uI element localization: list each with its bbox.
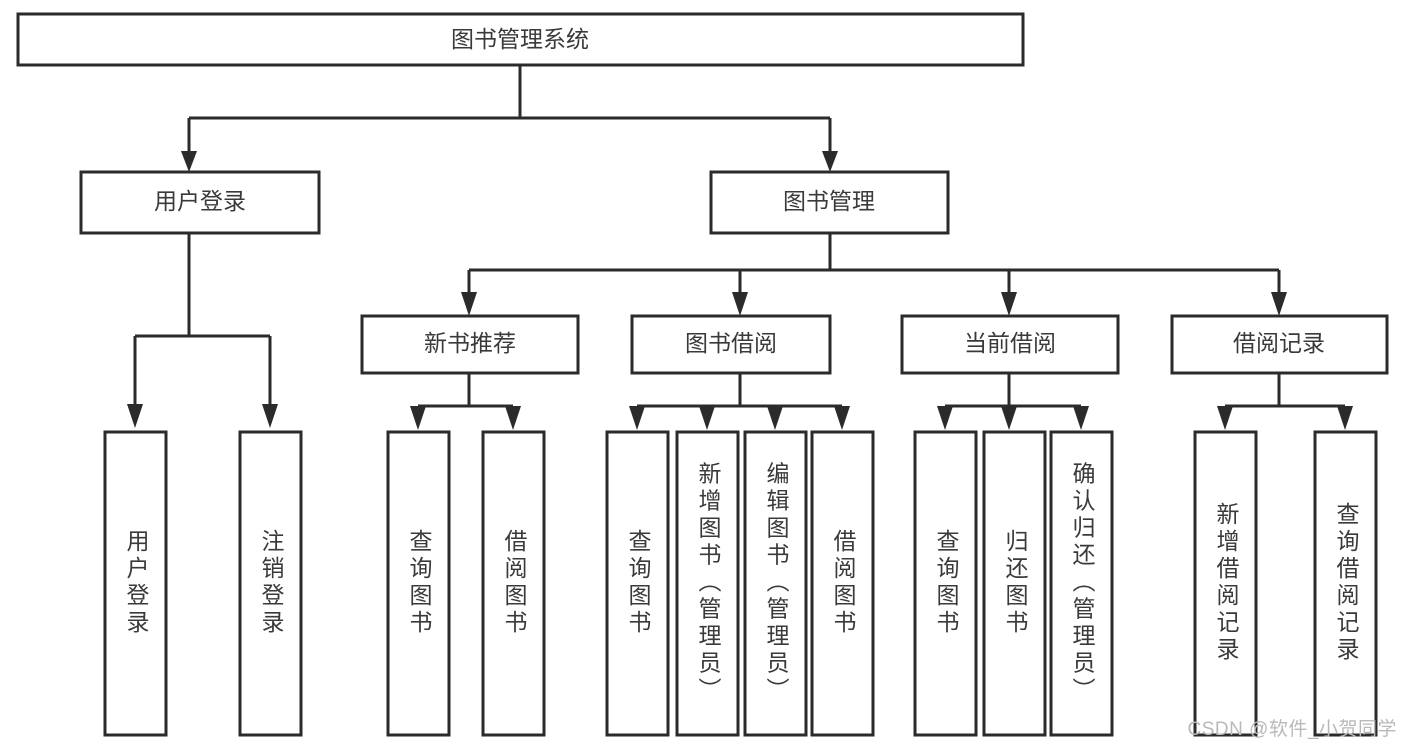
arrow-head-bookmanage-3 [1001, 292, 1017, 316]
node-leaf-return-book[interactable]: 归还图书 [982, 430, 1047, 737]
node-root-label: 图书管理系统 [451, 26, 589, 52]
node-leaf-borrow-book-2-box[interactable] [810, 430, 875, 737]
node-leaf-query-book-3-box[interactable] [913, 430, 978, 737]
node-leaf-borrow-book-1[interactable]: 借阅图书 [481, 430, 546, 737]
connector-group-book-manage [461, 233, 1287, 316]
connector-group-new-book [410, 373, 521, 430]
connector-group-root [181, 65, 838, 172]
node-current-borrow[interactable]: 当前借阅 [900, 314, 1120, 375]
node-leaf-query-book-1-label: 查询图书 [406, 529, 433, 637]
node-leaf-query-book-2[interactable]: 查询图书 [605, 430, 670, 737]
node-leaf-query-book-2-box[interactable] [605, 430, 670, 737]
arrow-head-borrowrecord-1 [1217, 406, 1233, 430]
node-leaf-user-login-box[interactable] [103, 430, 168, 737]
node-leaf-edit-book-label: 编辑图书（管理员） [763, 462, 790, 705]
connector-group-borrow-record [1217, 373, 1353, 430]
node-leaf-logout-label: 注销登录 [258, 529, 285, 637]
arrow-head-userlogin-1 [127, 404, 143, 428]
node-leaf-query-book-1-box[interactable] [386, 430, 451, 737]
node-borrow-record[interactable]: 借阅记录 [1170, 314, 1389, 375]
node-current-borrow-label: 当前借阅 [964, 330, 1056, 356]
node-leaf-query-borrow-record-label: 查询借阅记录 [1333, 502, 1360, 664]
node-leaf-add-borrow-record[interactable]: 新增借阅记录 [1193, 430, 1258, 737]
node-leaf-borrow-book-1-box[interactable] [481, 430, 546, 737]
node-leaf-borrow-book-2-label: 借阅图书 [830, 529, 857, 637]
arrow-head-bookmanage-2 [732, 292, 748, 316]
node-leaf-edit-book[interactable]: 编辑图书（管理员） [743, 430, 808, 737]
node-leaf-add-book[interactable]: 新增图书（管理员） [675, 430, 740, 737]
node-leaf-borrow-book-2[interactable]: 借阅图书 [810, 430, 875, 737]
node-book-borrow-box[interactable] [630, 314, 832, 375]
node-leaf-query-book-3[interactable]: 查询图书 [913, 430, 978, 737]
node-root[interactable]: 图书管理系统 [16, 12, 1025, 67]
node-leaf-user-login-label: 用户登录 [123, 529, 150, 637]
connector-group-current-borrow [937, 373, 1089, 430]
node-leaf-query-book-3-label: 查询图书 [933, 529, 960, 637]
arrow-head-bookmanage-4 [1271, 292, 1287, 316]
arrow-head-newbook-2 [505, 406, 521, 430]
node-leaf-query-borrow-record[interactable]: 查询借阅记录 [1313, 430, 1378, 737]
node-new-book-recommend-box[interactable] [360, 314, 580, 375]
node-book-manage-box[interactable] [709, 170, 950, 235]
arrow-head-currentborrow-1 [937, 406, 953, 430]
node-new-book-recommend-label: 新书推荐 [424, 330, 516, 356]
node-leaf-return-book-label: 归还图书 [1002, 529, 1029, 637]
node-leaf-query-book-2-label: 查询图书 [625, 529, 652, 637]
node-book-manage[interactable]: 图书管理 [709, 170, 950, 235]
connector-group-book-borrow [629, 373, 850, 430]
node-leaf-confirm-return[interactable]: 确认归还（管理员） [1049, 430, 1114, 737]
node-book-borrow[interactable]: 图书借阅 [630, 314, 832, 375]
arrow-head-root-1 [181, 151, 197, 172]
node-book-borrow-label: 图书借阅 [685, 330, 777, 356]
node-book-manage-label: 图书管理 [783, 188, 875, 214]
node-leaf-logout[interactable]: 注销登录 [238, 430, 303, 737]
node-leaf-confirm-return-label: 确认归还（管理员） [1069, 462, 1096, 705]
node-borrow-record-box[interactable] [1170, 314, 1389, 375]
arrow-head-newbook-1 [410, 406, 426, 430]
node-leaf-logout-box[interactable] [238, 430, 303, 737]
node-leaf-borrow-book-1-label: 借阅图书 [501, 529, 528, 637]
node-leaf-add-borrow-record-label: 新增借阅记录 [1213, 502, 1240, 664]
arrow-head-currentborrow-2 [1001, 406, 1017, 430]
node-new-book-recommend[interactable]: 新书推荐 [360, 314, 580, 375]
node-leaf-add-book-box[interactable] [675, 430, 740, 737]
arrow-head-borrowrecord-2 [1337, 406, 1353, 430]
arrow-head-bookmanage-1 [461, 292, 477, 316]
node-leaf-add-borrow-record-box[interactable] [1193, 430, 1258, 737]
node-leaf-query-book-1[interactable]: 查询图书 [386, 430, 451, 737]
node-user-login-label: 用户登录 [154, 188, 246, 214]
arrow-head-bookborrow-2 [699, 406, 715, 430]
arrow-head-bookborrow-4 [834, 406, 850, 430]
node-leaf-edit-book-box[interactable] [743, 430, 808, 737]
node-borrow-record-label: 借阅记录 [1233, 330, 1325, 356]
arrow-head-root-2 [822, 151, 838, 172]
node-leaf-return-book-box[interactable] [982, 430, 1047, 737]
arrow-head-bookborrow-3 [767, 406, 783, 430]
node-leaf-user-login[interactable]: 用户登录 [103, 430, 168, 737]
node-leaf-confirm-return-box[interactable] [1049, 430, 1114, 737]
node-current-borrow-box[interactable] [900, 314, 1120, 375]
connector-group-user-login [127, 233, 278, 428]
node-leaf-add-book-label: 新增图书（管理员） [695, 462, 722, 705]
node-root-box[interactable] [16, 12, 1025, 67]
arrow-head-userlogin-2 [262, 404, 278, 428]
node-user-login[interactable]: 用户登录 [79, 170, 321, 235]
node-leaf-query-borrow-record-box[interactable] [1313, 430, 1378, 737]
node-user-login-box[interactable] [79, 170, 321, 235]
arrow-head-bookborrow-1 [629, 406, 645, 430]
arrow-head-currentborrow-3 [1073, 406, 1089, 430]
